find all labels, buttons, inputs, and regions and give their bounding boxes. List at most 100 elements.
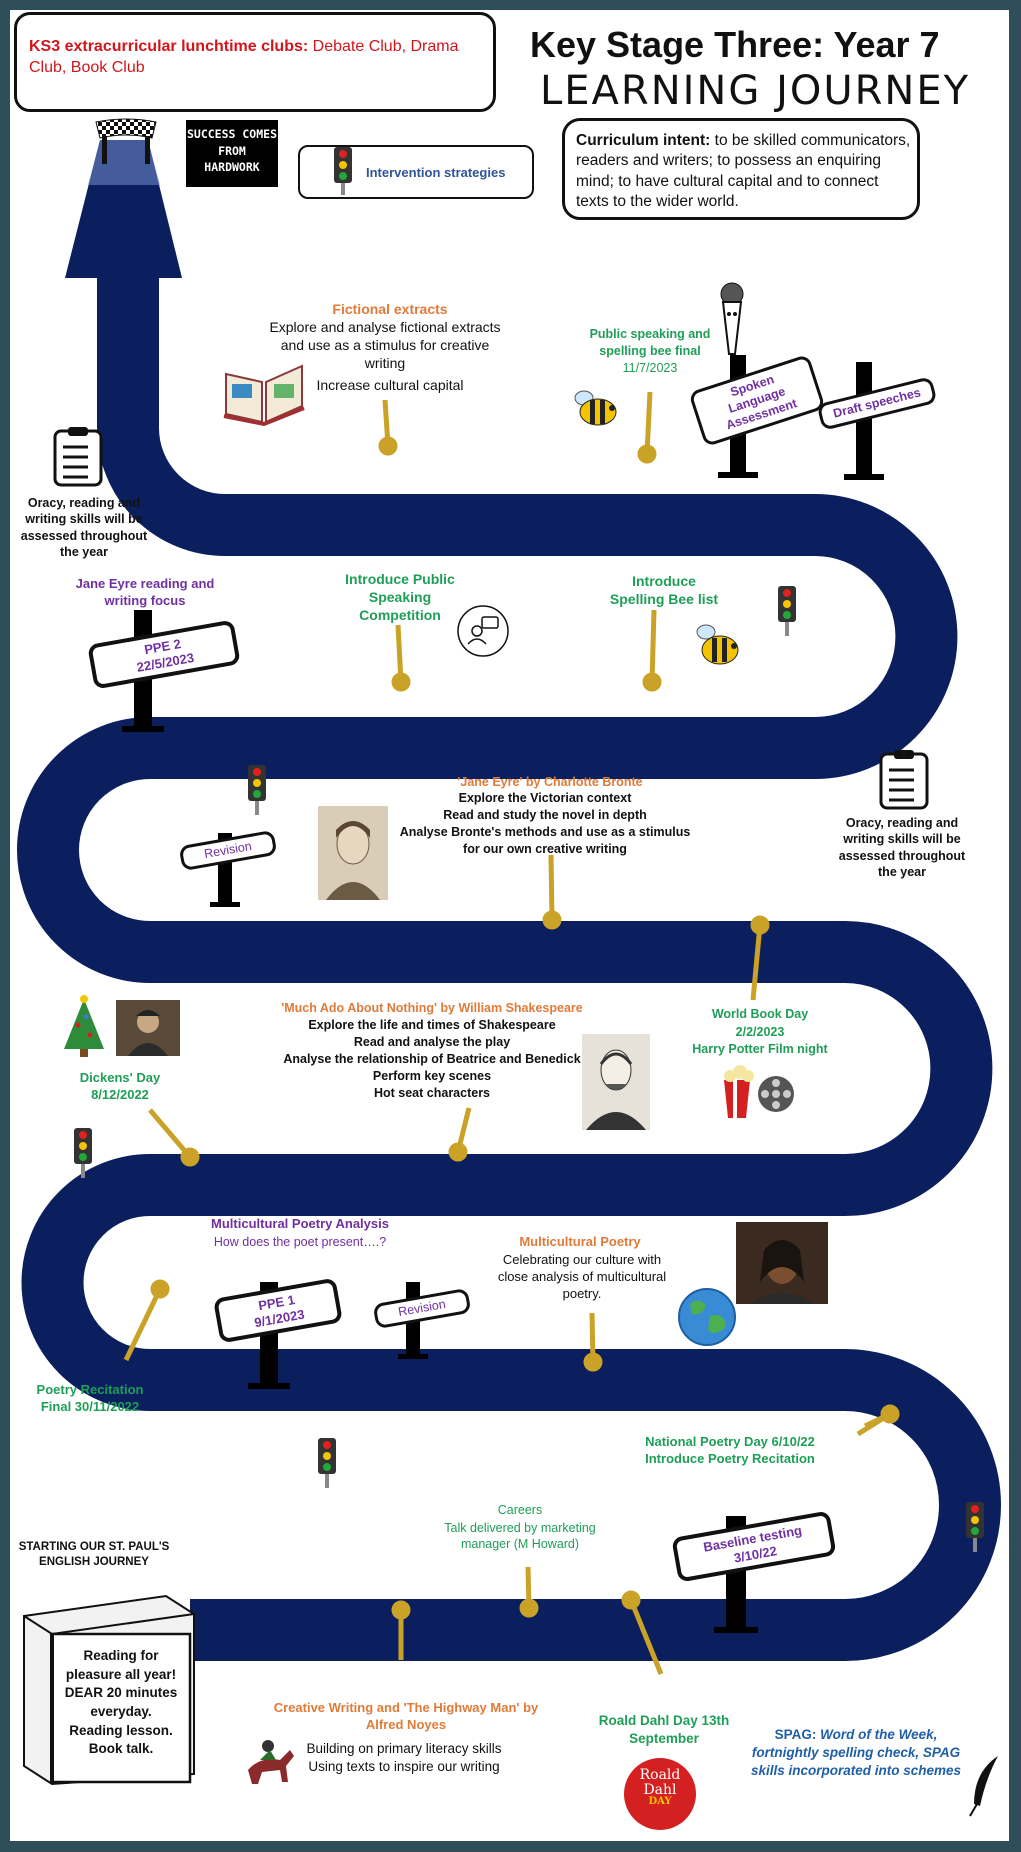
curriculum-label: Curriculum intent: bbox=[576, 132, 711, 149]
christmas-tree-icon bbox=[64, 995, 104, 1057]
dickens-day-line2: 8/12/2022 bbox=[91, 1086, 149, 1102]
marker-public-speaking-final bbox=[644, 391, 653, 455]
open-book-icon bbox=[223, 364, 305, 426]
clubs-list: Debate Club, Drama Club, Book Club bbox=[29, 38, 459, 76]
dickens-day-line1: Dickens' Day bbox=[79, 1070, 161, 1085]
highway-man-line2: Using texts to inspire our writing bbox=[308, 1759, 500, 1775]
reading-line5: Reading lesson. bbox=[69, 1722, 173, 1738]
intervention-label: Intervention strategies bbox=[366, 165, 506, 180]
marker-roald-dahl bbox=[628, 1599, 664, 1675]
marker-poetry-recitation bbox=[123, 1287, 163, 1362]
public-speaking-final-line1: Public speaking and bbox=[589, 327, 711, 341]
highway-man-line1: Building on primary literacy skills bbox=[306, 1741, 502, 1756]
page-subtitle: LEARNING JOURNEY bbox=[540, 68, 971, 114]
marker-intro-public-speaking bbox=[395, 624, 404, 683]
poetry-recitation-line2: Final 30/11/2022 bbox=[40, 1398, 140, 1414]
world-book-day: World Book Day 2/2/2023 Harry Potter Fil… bbox=[670, 1006, 850, 1059]
learning-journey-page: KS3 extracurricular lunchtime clubs: Deb… bbox=[10, 10, 1009, 1841]
milestone-markers bbox=[123, 391, 900, 1675]
marker-spelling-bee bbox=[649, 609, 657, 683]
oracy-note-left: Oracy, reading and writing skills will b… bbox=[20, 496, 148, 559]
checklist-icon bbox=[53, 427, 103, 487]
roald-dahl-line2: September bbox=[629, 1730, 699, 1746]
jane-eyre-line1: Explore the Victorian context bbox=[458, 791, 632, 805]
globe-icon bbox=[678, 1288, 736, 1346]
shakespeare-portrait-icon bbox=[582, 1034, 650, 1130]
microphone-icon bbox=[720, 282, 744, 355]
traffic-light-icon bbox=[966, 1502, 984, 1552]
road-path bbox=[17, 210, 1001, 1661]
national-poetry-line1: National Poetry Day 6/10/22 bbox=[645, 1434, 815, 1449]
clubs-text: KS3 extracurricular lunchtime clubs: Deb… bbox=[29, 37, 484, 79]
intro-spelling-bee: Introduce Spelling Bee list bbox=[609, 573, 719, 608]
highway-man-title: Creative Writing and 'The Highway Man' b… bbox=[273, 1700, 539, 1732]
book-icon bbox=[23, 1594, 195, 1786]
slogan-line1: SUCCESS COMES bbox=[186, 127, 277, 141]
spag-label: SPAG: bbox=[774, 1727, 817, 1742]
reading-book-text: Reading for pleasure all year! DEAR 20 m… bbox=[54, 1647, 188, 1759]
bee-icon bbox=[574, 390, 617, 426]
traffic-light-icon bbox=[248, 765, 266, 815]
reading-line2: pleasure all year! bbox=[65, 1666, 177, 1682]
highway-man-details: Building on primary literacy skills Usin… bbox=[294, 1740, 514, 1776]
much-ado-title: 'Much Ado About Nothing' by William Shak… bbox=[281, 1001, 583, 1015]
reading-line1: Reading for bbox=[83, 1648, 159, 1663]
traffic-light-icon bbox=[334, 147, 352, 195]
world-book-day-line3: Harry Potter Film night bbox=[692, 1042, 828, 1056]
much-ado-details: Explore the life and times of Shakespear… bbox=[272, 1017, 592, 1101]
page-title: Key Stage Three: Year 7 bbox=[530, 24, 940, 65]
traffic-light-icon bbox=[74, 1128, 92, 1178]
national-poetry-day: National Poetry Day 6/10/22 Introduce Po… bbox=[630, 1434, 830, 1468]
clubs-box: KS3 extracurricular lunchtime clubs: Deb… bbox=[14, 12, 496, 112]
curriculum-body: to be skilled communicators, readers and… bbox=[576, 132, 911, 211]
chequered-flag-icon bbox=[95, 118, 157, 164]
dickens-character-image-icon bbox=[116, 1000, 180, 1056]
multicultural-poetry-text: Celebrating our culture with close analy… bbox=[497, 1252, 667, 1301]
spag-text: Word of the Week, fortnightly spelling c… bbox=[750, 1727, 962, 1779]
fictional-text: Explore and analyse fictional extracts a… bbox=[269, 319, 501, 372]
poetry-recitation-line1: Poetry Recitation bbox=[36, 1382, 144, 1397]
multicultural-analysis-title: Multicultural Poetry Analysis bbox=[211, 1216, 389, 1231]
slogan-line3: HARDWORK bbox=[204, 160, 260, 175]
reading-line3: DEAR 20 minutes bbox=[64, 1685, 178, 1701]
marker-jane-eyre bbox=[548, 854, 555, 921]
jane-eyre-details: Explore the Victorian context Read and s… bbox=[390, 790, 700, 858]
checklist-icon bbox=[879, 750, 929, 810]
world-book-day-line1: World Book Day bbox=[711, 1007, 809, 1021]
speech-bubble-icon bbox=[457, 605, 509, 657]
roald-dahl-badge1: Roald bbox=[639, 1767, 681, 1783]
traffic-light-icon bbox=[778, 586, 796, 636]
jane-eyre-line2: Read and study the novel in depth bbox=[443, 807, 647, 822]
marker-world-book-day bbox=[750, 924, 763, 1001]
public-speaking-final-date: 11/7/2023 bbox=[622, 360, 678, 375]
much-ado-line4: Perform key scenes bbox=[372, 1068, 492, 1083]
jane-eyre-title: 'Jane Eyre' by Charlotte Bronte bbox=[457, 775, 643, 789]
spag-note: SPAG: Word of the Week, fortnightly spel… bbox=[746, 1726, 966, 1781]
national-poetry-line2: Introduce Poetry Recitation bbox=[645, 1450, 815, 1466]
multicultural-poetry-title: Multicultural Poetry bbox=[519, 1234, 641, 1249]
start-label: STARTING OUR ST. PAUL'S ENGLISH JOURNEY bbox=[18, 1541, 170, 1568]
much-ado-line1: Explore the life and times of Shakespear… bbox=[308, 1018, 556, 1032]
quill-pen-icon bbox=[969, 1756, 998, 1817]
popcorn-film-icon bbox=[724, 1065, 794, 1118]
world-book-day-line2: 2/2/2023 bbox=[735, 1024, 785, 1039]
dickens-day: Dickens' Day 8/12/2022 bbox=[60, 1070, 180, 1104]
much-ado-line5: Hot seat characters bbox=[373, 1085, 491, 1100]
public-speaking-final-line2: spelling bee final bbox=[599, 343, 701, 358]
highwayman-horse-icon bbox=[248, 1740, 294, 1784]
roald-dahl-badge3: DAY bbox=[648, 1796, 672, 1808]
careers-text: Talk delivered by marketing manager (M H… bbox=[444, 1521, 596, 1552]
poetry-recitation: Poetry Recitation Final 30/11/2022 bbox=[20, 1382, 160, 1416]
intro-public-speaking: Introduce Public Speaking Competition bbox=[345, 571, 455, 624]
roald-dahl-badge: Roald Dahl DAY bbox=[624, 1758, 696, 1830]
fictional-text2: Increase cultural capital bbox=[316, 377, 464, 393]
multicultural-analysis-subtitle: How does the poet present….? bbox=[213, 1235, 387, 1249]
charlotte-bronte-portrait-icon bbox=[318, 806, 388, 900]
bee-icon bbox=[696, 624, 739, 665]
curriculum-intent-box: Curriculum intent: to be skilled communi… bbox=[562, 118, 920, 220]
jane-eyre-line3: Analyse Bronte's methods and use as a st… bbox=[399, 824, 691, 856]
roald-dahl-badge2: Dahl bbox=[643, 1781, 677, 1798]
reading-line6: Book talk. bbox=[88, 1741, 154, 1757]
public-speaking-final: Public speaking and spelling bee final 1… bbox=[580, 326, 720, 377]
reading-line4: everyday. bbox=[90, 1703, 152, 1719]
